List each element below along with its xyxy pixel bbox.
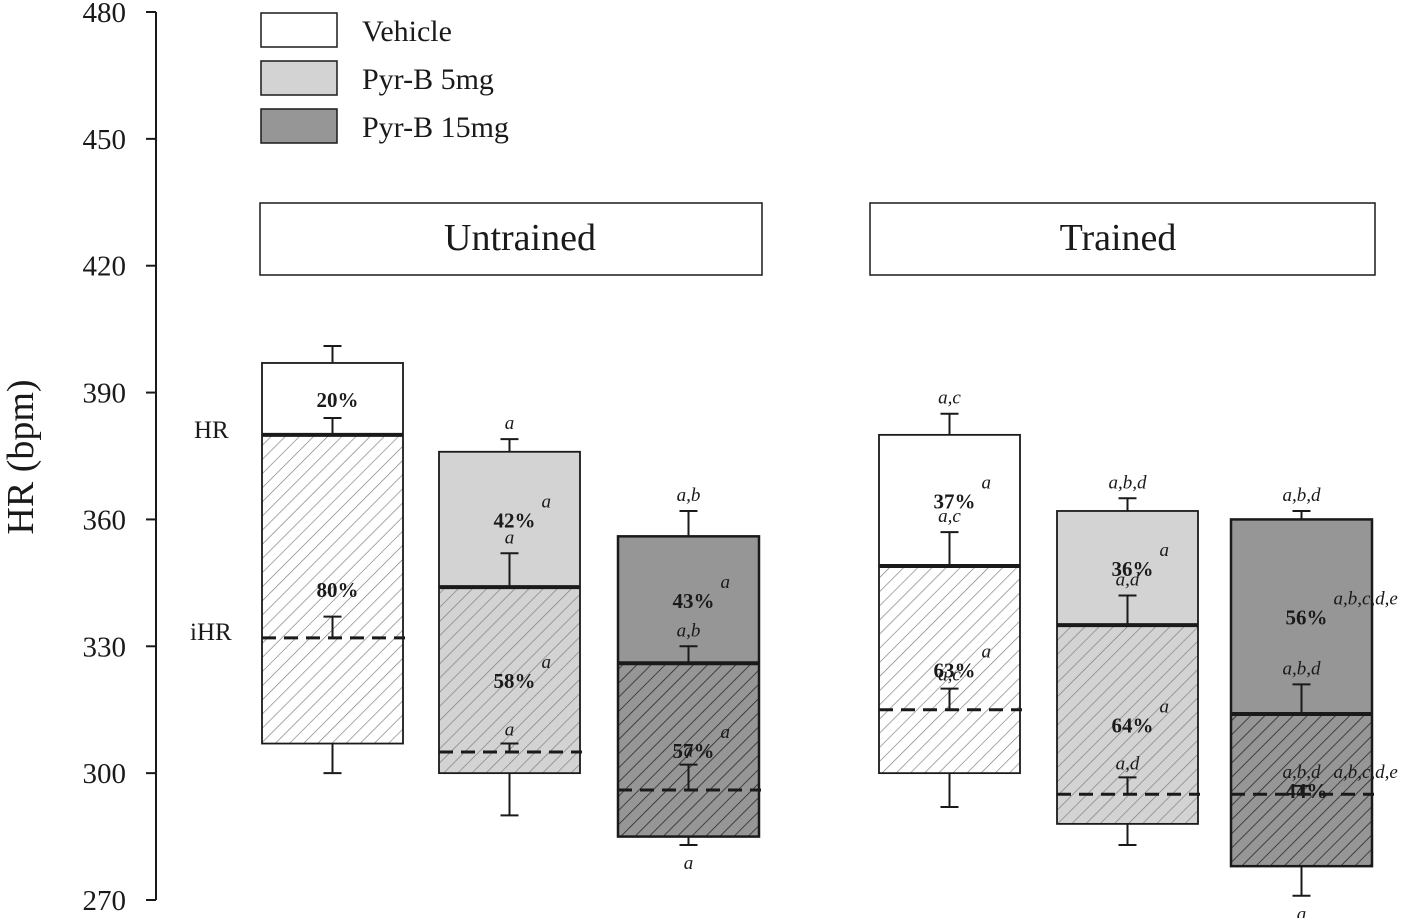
legend: Vehicle Pyr-B 5mg Pyr-B 15mg — [260, 12, 509, 144]
lower-percent-label: 58% — [494, 669, 536, 693]
ihr-significance-label: a,d — [1116, 753, 1140, 774]
group-header-trained: Trained — [869, 202, 1376, 276]
upper-percent-label: 20% — [317, 388, 359, 412]
upper-significance-label: a — [1160, 540, 1170, 561]
top-significance-label: a,c — [938, 388, 961, 409]
lower-percent-label: 63% — [934, 659, 976, 683]
upper-percent-label: 56% — [1286, 606, 1328, 630]
group-header-untrained: Untrained — [259, 202, 763, 276]
bars: 20%80%42%58%aaaaa43%57%a,ba,baaaa37%63%a… — [261, 345, 1398, 918]
group-header-label-untrained: Untrained — [444, 217, 596, 259]
y-tick-label: 330 — [83, 631, 127, 663]
ihr-significance-label: a,b,d — [1283, 762, 1322, 783]
upper-significance-label: a,b,c,d,e — [1334, 589, 1398, 610]
group-header-box-untrained — [259, 202, 763, 276]
lower-percent-label: 57% — [673, 739, 715, 763]
top-significance-label: a — [505, 413, 515, 434]
y-tick-label: 270 — [83, 885, 127, 917]
legend-label-pyrb-5mg: Pyr-B 5mg — [362, 63, 494, 96]
bar-lower-segment-hatch — [262, 434, 403, 744]
y-tick-label: 300 — [83, 758, 127, 790]
ihr-significance-label: a,c — [938, 665, 961, 686]
lower-percent-label: 44% — [1286, 779, 1328, 803]
lower-significance-label: a — [542, 652, 552, 673]
ihr-significance-label: a — [505, 720, 515, 741]
upper-percent-label: 43% — [673, 589, 715, 613]
upper-significance-label: a — [721, 572, 731, 593]
upper-percent-label: 42% — [494, 508, 536, 532]
legend-swatch-pyrb-5mg — [260, 60, 338, 96]
hr-significance-label: a,c — [938, 506, 961, 527]
top-significance-label: a,b,d — [1109, 472, 1148, 493]
y-axis-ticks: 270 300 330 360 390 420 450 480 — [83, 0, 156, 917]
y-tick-label: 360 — [83, 504, 127, 536]
ihr-side-label: iHR — [190, 619, 232, 646]
bottom-significance-label: a — [684, 853, 694, 874]
legend-label-pyrb-15mg: Pyr-B 15mg — [362, 111, 509, 144]
group-header-label-trained: Trained — [1060, 217, 1177, 259]
hr-significance-label: a,b,d — [1283, 658, 1322, 679]
bar-lower-segment-hatch — [618, 663, 759, 837]
legend-swatch-pyrb-15mg — [260, 108, 338, 144]
bar-lower-segment-hatch — [439, 587, 580, 774]
lower-percent-label: 64% — [1112, 714, 1154, 738]
y-axis-title: HR (bpm) — [0, 379, 42, 534]
lower-significance-label: a — [721, 722, 731, 743]
hr-side-label: HR — [194, 417, 229, 444]
upper-significance-label: a — [542, 491, 552, 512]
y-tick-label: 450 — [83, 124, 127, 156]
y-tick-label: 390 — [83, 378, 127, 410]
hr-significance-label: a,d — [1116, 570, 1140, 591]
hr-significance-label: a,b — [677, 620, 701, 641]
upper-percent-label: 37% — [934, 489, 976, 513]
ihr-significance-label: a — [684, 741, 694, 762]
group-header-box-trained — [869, 202, 1376, 276]
lower-significance-label: a — [1160, 697, 1170, 718]
bar-lower-segment-hatch — [879, 565, 1020, 774]
upper-significance-label: a — [982, 472, 992, 493]
top-significance-label: a,b — [677, 485, 701, 506]
legend-swatch-vehicle — [260, 12, 338, 48]
lower-percent-label: 80% — [317, 578, 359, 602]
hr-significance-label: a — [505, 527, 515, 548]
bar-upper-segment — [1231, 519, 1372, 714]
lower-significance-label: a — [982, 642, 992, 663]
top-significance-label: a,b,d — [1283, 485, 1322, 506]
upper-percent-label: 36% — [1112, 557, 1154, 581]
y-tick-label: 420 — [83, 251, 127, 283]
bottom-significance-label: a — [1297, 904, 1307, 918]
bar-upper-segment — [618, 536, 759, 664]
legend-label-vehicle: Vehicle — [362, 15, 452, 48]
lower-significance-label: a,b,c,d,e — [1334, 762, 1398, 783]
y-tick-label: 480 — [83, 0, 127, 29]
